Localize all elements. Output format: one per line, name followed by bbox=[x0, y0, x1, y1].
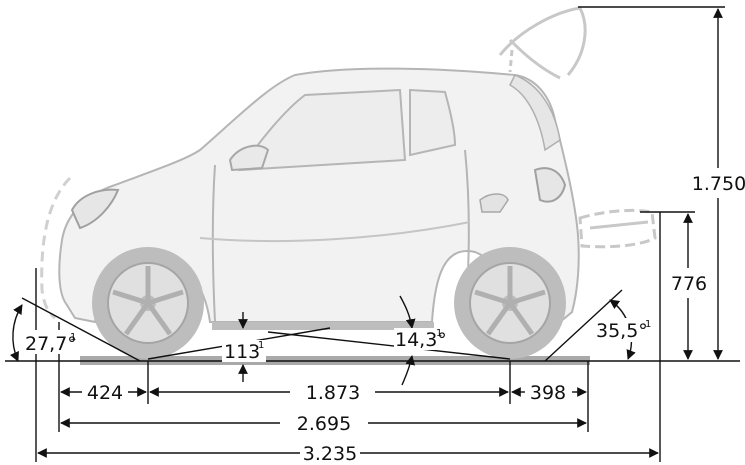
approach-angle-footnote: 1 bbox=[70, 332, 76, 343]
departure-angle-label: 35,5° bbox=[596, 320, 648, 342]
breakover-angle-footnote: 1 bbox=[436, 328, 442, 339]
wheelbase-label: 1.873 bbox=[306, 382, 360, 404]
breakover-angle-label: 14,3° bbox=[395, 329, 447, 351]
ground-clearance-label: 113 bbox=[224, 341, 260, 363]
dimension-lines bbox=[5, 6, 740, 462]
open-door-ghost bbox=[40, 176, 72, 320]
ground-clearance-footnote: 1 bbox=[258, 340, 264, 351]
front-overhang-label: 424 bbox=[87, 382, 123, 404]
length-label: 2.695 bbox=[297, 413, 351, 435]
tailgate-height-label: 776 bbox=[671, 273, 707, 295]
rear-wheel bbox=[454, 247, 566, 359]
approach-angle-label: 27,7° bbox=[25, 333, 77, 355]
length-open-tailgate-label: 3.235 bbox=[303, 443, 357, 465]
open-rear-hatch-ghost bbox=[578, 208, 657, 249]
dimension-labels: 1.750 776 27,7° 1 35,5° 1 14,3° 1 113 1 … bbox=[24, 170, 745, 465]
car-body bbox=[58, 67, 580, 330]
height-label: 1.750 bbox=[692, 173, 745, 195]
rear-overhang-label: 398 bbox=[530, 382, 566, 404]
open-tailgate-ghost bbox=[498, 6, 587, 80]
departure-angle-footnote: 1 bbox=[645, 319, 651, 330]
front-wheel bbox=[92, 247, 204, 359]
